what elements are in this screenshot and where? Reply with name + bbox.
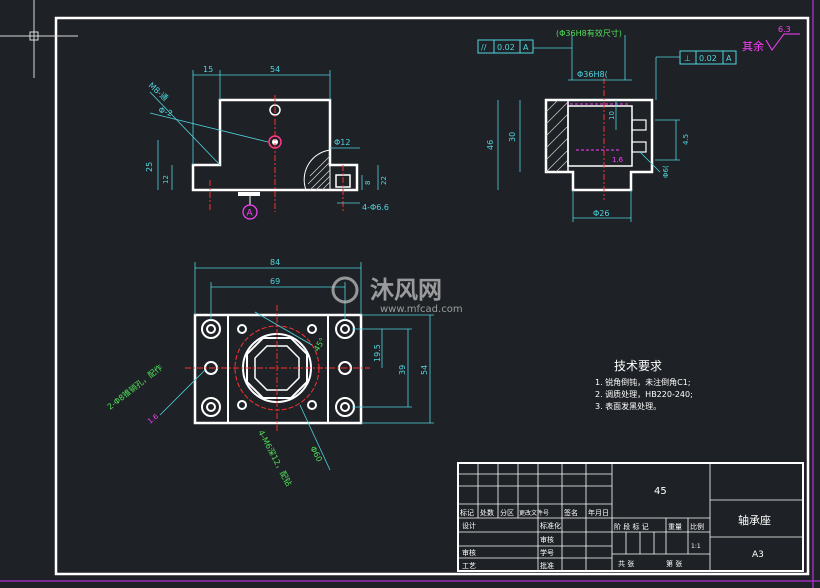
dim-69: 69 [270,277,280,286]
watermark-brand: 沐风网 [370,276,442,304]
tb-approve: 批准 [540,561,554,570]
tb-scale: 1:1 [691,543,701,550]
perp-datum: A [726,54,732,63]
crosshair-cursor-icon [0,0,78,78]
effective-note: (Φ36H8有效尺寸) [556,28,622,38]
tb-review: 审核 [462,548,476,557]
tb-total: 共 张 [618,559,634,568]
rest-roughness-label: 其余 [742,39,764,53]
dim-25: 25 [145,162,154,172]
dim-54b: 54 [420,365,429,375]
tech-item-3: 3. 表面发黑处理。 [595,401,661,411]
dim-phi6: Φ6( [662,165,670,178]
tb-craft: 工艺 [462,562,476,570]
parallel-datum: A [523,43,529,52]
parallel-tol: 0.02 [497,43,515,52]
dim-12: 12 [162,175,170,184]
roughness-symbol-icon [765,33,800,51]
parallel-tolerance-frame: // 0.02 A [477,39,534,54]
dim-19-5: 19.5 [373,344,382,362]
inner-frame [54,16,810,576]
section-view: 46 30 Φ36H8( Φ26 10 4.5 Φ6( 1.6 (Φ36H8有效… [477,25,800,222]
tb-material: 45 [654,486,667,497]
tb-label-mark: 标记 [460,508,474,517]
tb-extra-1: 审核 [540,535,554,544]
tech-item-2: 2. 调质处理，HB220-240; [595,389,693,399]
dim-84: 84 [270,258,280,267]
dim-54: 54 [270,65,280,74]
parallel-symbol: // [481,43,487,52]
watermark-url: www.mfcad.com [380,304,463,315]
tb-page: 第 张 [666,559,682,568]
tb-sheet: A3 [752,550,764,560]
leader-phi: Φ-2 [157,105,173,118]
dim-phi12: Φ12 [334,138,350,147]
tech-item-1: 1. 锐角倒钝，未注倒角C1; [595,377,691,387]
datum-circle [242,204,258,220]
perpendicular-tolerance-frame: ⊥ 0.02 A [679,50,737,65]
watermark: 沐风网 www.mfcad.com [331,276,463,315]
dim-22: 22 [380,176,388,185]
tb-label-change: 更改文件号 [519,509,549,517]
dim-26: Φ26 [593,209,609,218]
tb-label-zone: 分区 [500,508,514,517]
dim-45: 4.5 [682,134,690,145]
dim-39: 39 [398,365,407,375]
tb-label-count: 处数 [480,508,494,517]
dim-holes: 4-Φ6.6 [362,203,389,212]
tb-part-name: 轴承座 [738,513,771,527]
datum-label: A [247,209,254,219]
rough-small: 1.6 [612,156,624,164]
title-block: 标记 处数 分区 更改文件号 签名 年月日 设计 标准化 审核 学号 审核 工艺… [457,462,804,572]
rest-roughness-value: 6.3 [778,25,791,34]
tb-weight: 重量 [668,523,682,531]
dim-8: 8 [364,181,372,185]
dim-46: 46 [486,140,495,150]
dim-15: 15 [203,65,213,74]
dim-10: 10 [608,111,616,120]
tb-design: 设计 [462,521,476,530]
perp-tol: 0.02 [699,54,717,63]
tb-ratio: 比例 [690,522,704,531]
tb-stage: 阶 段 标 记 [614,522,649,531]
watermark-logo-icon [331,276,359,304]
tb-standard: 标准化 [540,521,561,530]
perp-symbol: ⊥ [684,54,691,63]
tb-extra-2: 学号 [540,548,554,557]
tech-requirements: 技术要求 1. 锐角倒钝，未注倒角C1; 2. 调质处理，HB220-240; … [595,359,693,411]
dim-30: 30 [508,132,517,142]
tb-label-sign: 签名 [564,508,578,517]
tech-title: 技术要求 [614,359,662,373]
dim-bore: Φ36H8( [577,70,608,79]
tb-label-date: 年月日 [588,508,609,517]
